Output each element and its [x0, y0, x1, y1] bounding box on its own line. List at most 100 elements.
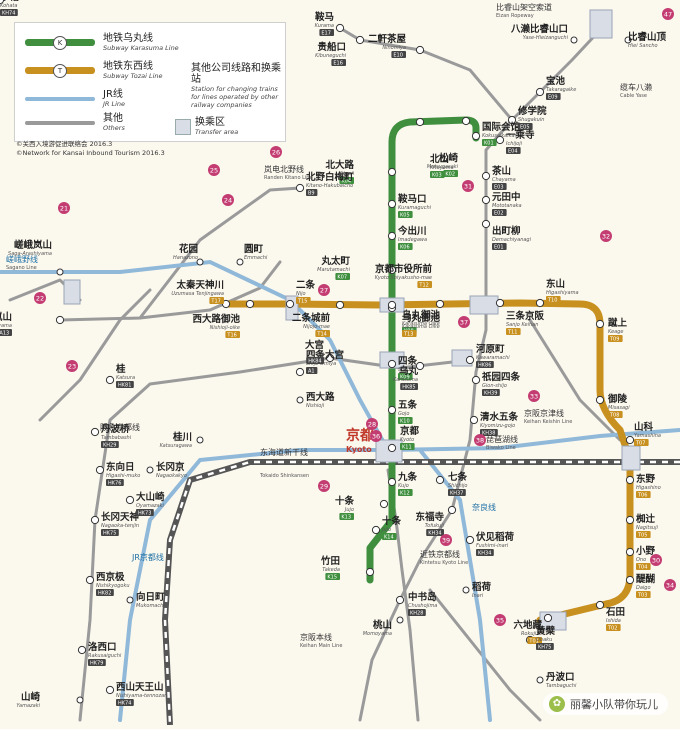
- tourist-spot-number: 36: [372, 432, 380, 440]
- legend-jr-cn: JR线: [103, 89, 123, 100]
- station-name-en: Keage: [608, 329, 624, 335]
- station-name-en: Nagaokakyo: [156, 473, 187, 479]
- station-name-en: Oyamazaki: [136, 503, 164, 509]
- station-code: E09: [548, 95, 558, 101]
- station-name: 贵船口: [317, 41, 346, 53]
- tourist-spot-number: 29: [320, 482, 328, 490]
- station-code-badge: [636, 563, 651, 570]
- station-name: 比睿山顶: [628, 31, 667, 43]
- station-code: T12: [418, 283, 428, 289]
- station-name: 京都: [400, 425, 420, 437]
- station-code: HK79: [90, 661, 103, 667]
- station-name: 椥辻: [636, 513, 656, 525]
- station-name-en: Obaku: [536, 637, 552, 643]
- tourist-spot-number: 27: [320, 286, 328, 294]
- station-code: K09: [400, 375, 410, 381]
- kintetsu-label-en: Kintetsu Kyoto Line: [420, 560, 468, 566]
- transfer-area: [375, 439, 403, 463]
- station-name: 伏见稻荷: [476, 531, 515, 543]
- station-name-en: Jujo: [381, 527, 391, 533]
- station-marker: [146, 466, 154, 474]
- station-name-en: Kiyomizu-gojo: [480, 423, 515, 429]
- station-marker: [77, 645, 87, 655]
- tozai-badge: T: [53, 64, 67, 78]
- cable-label-en: Cable Yase: [620, 93, 647, 99]
- station-name-en: Higashino: [636, 485, 661, 491]
- station-code-badge: [480, 429, 498, 436]
- station-code: HK85: [402, 385, 415, 391]
- tourist-spot-marker: [440, 534, 452, 546]
- legend-station-change-cn: 其他公司线路和换乘站: [191, 63, 281, 85]
- tourist-spot-marker: [66, 360, 78, 372]
- station-name-en: Inari: [472, 593, 484, 599]
- station-marker: [415, 45, 425, 55]
- station-name-en: Nishioji: [306, 403, 325, 409]
- kintetsu-label: 近铁京都线: [420, 549, 460, 559]
- station-code: KH34: [478, 551, 491, 557]
- station-marker: [415, 117, 425, 127]
- station-code-badge: [608, 335, 623, 342]
- station-marker: [625, 475, 635, 485]
- station-name-en: Kibuneguchi: [315, 53, 347, 59]
- tourist-spot-marker: [462, 180, 474, 192]
- randen-label: 岚电北野线: [264, 164, 304, 174]
- station-code-badge: [339, 177, 354, 184]
- station-marker: [481, 171, 491, 181]
- station-code-badge: [608, 411, 623, 418]
- station-code: KH37: [450, 491, 463, 497]
- map-credits: ©关西入境游促进联络会 2016.3 ©Network for Kansai I…: [16, 140, 165, 158]
- station-name-en: Kawaramachi: [476, 355, 510, 361]
- station-code: K13: [341, 515, 351, 521]
- station-name-en: Karasuma Oike: [402, 324, 440, 330]
- station-code-badge: [306, 367, 318, 374]
- station-name-en: Yase-Hieizanguchi: [523, 35, 569, 41]
- tourist-spot-marker: [370, 430, 382, 442]
- station-name: 一乘寺: [506, 129, 535, 141]
- tourist-spot-number: 34: [666, 581, 674, 589]
- station-marker: [595, 319, 605, 329]
- station-code-badge: [448, 489, 466, 496]
- station-marker: [535, 298, 545, 308]
- station-code: T04: [637, 565, 647, 571]
- station-name-en: Kitaoji: [338, 171, 354, 177]
- jr-swatch: [25, 96, 95, 101]
- station-code: T01: [528, 639, 538, 645]
- tourist-spot-number: 26: [272, 148, 280, 156]
- station-name-en: Katsuragawa: [160, 443, 192, 449]
- cable-label: 缆车八濑: [620, 82, 652, 92]
- station-layer: [0, 0, 635, 704]
- station-name-en: Nijo: [296, 291, 306, 297]
- station-name-en: Kohata: [0, 3, 17, 9]
- station-marker: [461, 116, 471, 126]
- hankyu-kyoto-line: [78, 356, 472, 722]
- station-name-en: Fushimi-inari: [476, 543, 509, 549]
- station-code-badge: [306, 357, 324, 364]
- station-marker: [536, 676, 544, 684]
- station-name: 祇园四条: [481, 371, 521, 383]
- station-marker: [335, 300, 345, 310]
- station-name-en: Kyoto: [400, 437, 414, 443]
- station-code: KH38: [482, 431, 495, 437]
- station-name-en: Tofukuji: [425, 523, 445, 529]
- station-code-badge: [225, 331, 240, 338]
- station-name-en: Chushojima: [408, 603, 437, 609]
- station-code-badge: [0, 9, 18, 16]
- station-marker: [415, 361, 425, 371]
- station-code-badge: [546, 93, 561, 100]
- station-name-en: Misasagi: [608, 405, 630, 411]
- station-code-badge: [398, 489, 413, 496]
- kyoto-landmark-label-en: Kyoto: [346, 445, 372, 454]
- station-name-en: Hanazono: [173, 255, 198, 261]
- station-code: T15: [297, 299, 307, 305]
- station-marker: [0, 0, 5, 5]
- station-marker: [625, 575, 635, 585]
- station-code: T02: [607, 626, 617, 632]
- station-marker: [55, 315, 65, 325]
- station-name: 丸太町: [320, 255, 350, 267]
- tourist-spot-number: 38: [476, 436, 484, 444]
- station-marker: [85, 575, 95, 585]
- jr-lines: [0, 259, 680, 722]
- station-code: HK82: [98, 591, 111, 597]
- station-name-en: Chayama: [492, 177, 516, 183]
- randen-label-en: Randen Kitano Line: [264, 175, 313, 181]
